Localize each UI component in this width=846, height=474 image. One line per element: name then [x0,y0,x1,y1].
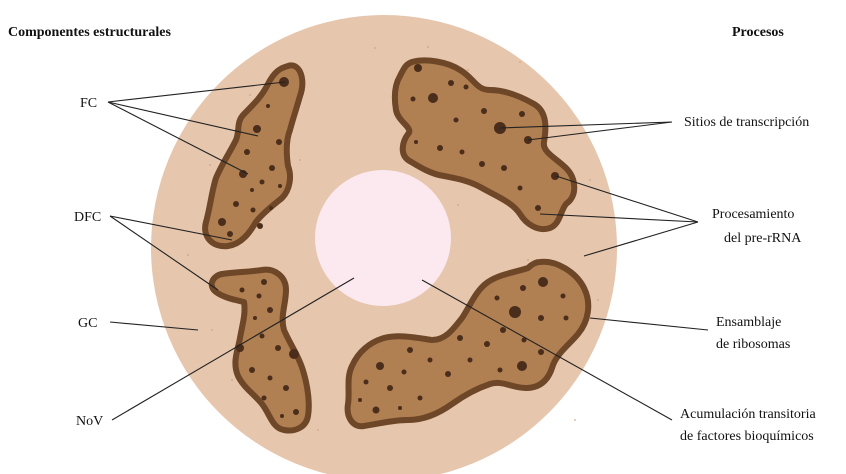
leader-assembly [590,318,708,330]
label-transcription-sites: Sitios de transcripción [684,115,809,130]
label-assembly-line2: de ribosomas [716,337,790,352]
label-accumulation-line1: Acumulación transitoria [680,407,816,422]
heading-processes: Procesos [732,25,784,40]
label-accumulation-line2: de factores bioquímicos [680,429,814,444]
label-nov: NoV [76,414,103,429]
label-assembly-line1: Ensamblaje [716,315,781,330]
nucleolar-vacuole [315,170,451,306]
label-gc: GC [78,316,97,331]
label-processing-line2: del pre-rRNA [724,231,802,246]
label-processing-line1: Procesamiento [712,207,794,222]
label-fc: FC [80,96,97,111]
heading-structural-components: Componentes estructurales [8,25,171,40]
label-dfc: DFC [74,210,101,225]
